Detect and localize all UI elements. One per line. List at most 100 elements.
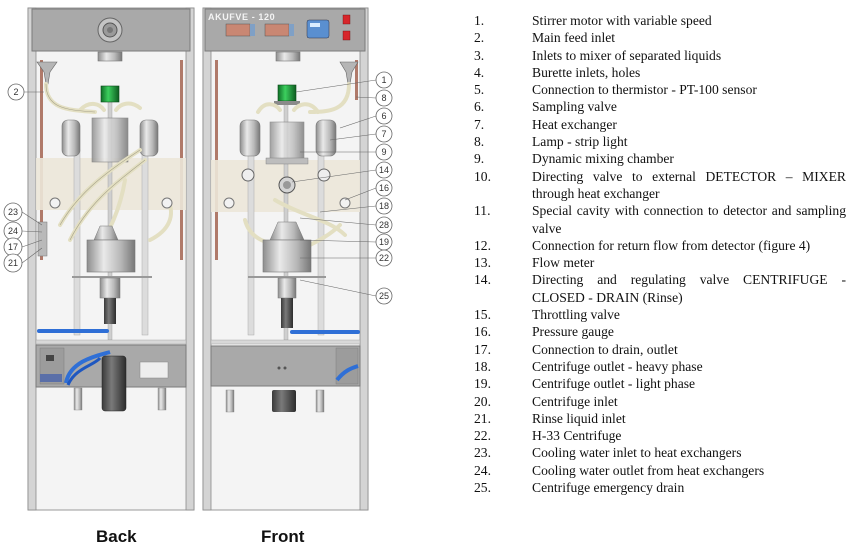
legend-item: 24.Cooling water outlet from heat exchan… <box>474 462 846 479</box>
controller-display <box>306 19 330 39</box>
callout-8 <box>375 89 393 107</box>
legend-item: 4.Burette inlets, holes <box>474 64 846 81</box>
svg-text:14: 14 <box>379 165 389 175</box>
legend-text: Centrifuge emergency drain <box>532 480 685 496</box>
pressure-gauge-left <box>223 197 235 209</box>
legend-item: 5.Connection to thermistor - PT-100 sens… <box>474 81 846 98</box>
callout-14 <box>375 161 393 179</box>
callout-25 <box>375 287 393 305</box>
back-centrifuge <box>86 239 136 273</box>
back-left-leg <box>27 7 37 511</box>
legend-text: Connection for return flow from detector… <box>532 237 811 253</box>
svg-text:19: 19 <box>379 237 389 247</box>
pressure-gauge-right <box>339 197 351 209</box>
legend-number: 10. <box>474 168 491 184</box>
callout-9 <box>375 143 393 161</box>
legend-text: Inlets to mixer of separated liquids <box>532 47 722 63</box>
legend-number: 1. <box>474 13 485 28</box>
front-heat-exchanger-right <box>315 119 337 157</box>
legend-item: 1.Stirrer motor with variable speed <box>474 12 846 29</box>
legend-text: Flow meter <box>532 255 595 271</box>
svg-text:25: 25 <box>379 291 389 301</box>
legend-text: Heat exchanger <box>532 116 617 132</box>
legend-text: Main feed inlet <box>532 30 616 46</box>
front-right-leg <box>359 7 369 511</box>
legend-text: Cooling water inlet to heat exchangers <box>532 445 742 461</box>
legend-text: Throttling valve <box>532 307 620 323</box>
back-blue-hose <box>37 329 109 333</box>
legend-text: Centrifuge outlet - light phase <box>532 376 696 392</box>
legend-item: 8.Lamp - strip light <box>474 133 846 150</box>
callout-16 <box>375 179 393 197</box>
legend-number: 7. <box>474 116 485 132</box>
svg-text:16: 16 <box>379 183 389 193</box>
callout-23 <box>3 202 23 222</box>
front-view: AKUFVE - 120 <box>202 7 393 511</box>
legend-item: 17. Connection to drain, outlet <box>474 341 846 358</box>
front-pump-motor <box>272 390 296 412</box>
legend-number: 8. <box>474 134 485 150</box>
legend-item: 6. Sampling valve <box>474 98 846 115</box>
back-heat-exchanger-left <box>61 119 81 157</box>
front-lamp <box>277 84 297 102</box>
legend-item: 14.Directing and regulating valve CENTRI… <box>474 271 846 306</box>
legend-number: 6. <box>474 99 485 115</box>
indicator-red-2 <box>342 30 351 41</box>
legend-item: 11. Special cavity with connection to det… <box>474 202 846 237</box>
legend-number: 17. <box>474 341 491 357</box>
legend-text: Connection to drain, outlet <box>532 341 678 357</box>
legend-number: 23. <box>474 445 491 461</box>
legend-number: 21. <box>474 410 491 426</box>
legend-text: Connection to thermistor - PT-100 sensor <box>532 82 757 98</box>
callout-1 <box>375 71 393 89</box>
legend-number: 22. <box>474 428 491 444</box>
callout-2 <box>7 83 25 101</box>
legend-item: 20.Centrifuge inlet <box>474 393 846 410</box>
legend-number: 11. <box>474 203 491 219</box>
legend-text: Sampling valve <box>532 99 617 115</box>
svg-text:9: 9 <box>381 147 386 157</box>
front-mixing-chamber <box>269 121 305 161</box>
legend-item: 3.Inlets to mixer of separated liquids <box>474 47 846 64</box>
legend-text: Cooling water outlet from heat exchanger… <box>532 462 765 478</box>
legend-text: Centrifuge outlet - heavy phase <box>532 358 703 374</box>
svg-text:17: 17 <box>8 242 18 252</box>
svg-text:2: 2 <box>13 87 18 97</box>
callout-6 <box>375 107 393 125</box>
back-connection-plate <box>37 221 48 257</box>
equipment-drawing: 2 23 24 17 21 AKUFVE - 120 <box>3 7 393 511</box>
legend-text: Special cavity with connection to detect… <box>532 203 846 236</box>
svg-text:21: 21 <box>8 258 18 268</box>
svg-text:7: 7 <box>381 129 386 139</box>
svg-text:18: 18 <box>379 201 389 211</box>
legend-number: 13. <box>474 255 491 271</box>
legend-number: 16. <box>474 324 491 340</box>
caption-back: Back <box>96 527 137 546</box>
svg-text:6: 6 <box>381 111 386 121</box>
legend-text: Dynamic mixing chamber <box>532 151 674 167</box>
back-heat-exchanger-right <box>139 119 159 157</box>
legend-number: 15. <box>474 307 491 323</box>
back-pump-motor <box>101 355 127 412</box>
back-callouts: 2 23 24 17 21 <box>3 83 44 273</box>
front-blue-hose <box>290 330 360 334</box>
legend-item: 18.Centrifuge outlet - heavy phase <box>474 358 846 375</box>
legend-item: 12. Connection for return flow from detec… <box>474 237 846 254</box>
legend-text: Directing and regulating valve CENTRIFUG… <box>532 272 846 305</box>
legend-number: 20. <box>474 393 491 409</box>
callout-7 <box>375 125 393 143</box>
legend-item: 2.Main feed inlet <box>474 29 846 46</box>
legend-item: 13. Flow meter <box>474 254 846 271</box>
front-callouts <box>291 79 377 297</box>
legend-item: 9.Dynamic mixing chamber <box>474 150 846 167</box>
legend-text: Burette inlets, holes <box>532 64 641 80</box>
legend-item: 15. Throttling valve <box>474 306 846 323</box>
back-view: 2 23 24 17 21 <box>3 7 195 511</box>
callout-18 <box>375 197 393 215</box>
legend-number: 12. <box>474 237 491 253</box>
svg-text:24: 24 <box>8 226 18 236</box>
display-1 <box>225 23 251 37</box>
callout-21 <box>3 253 23 273</box>
legend-text: Pressure gauge <box>532 324 614 340</box>
callout-22 <box>375 249 393 267</box>
